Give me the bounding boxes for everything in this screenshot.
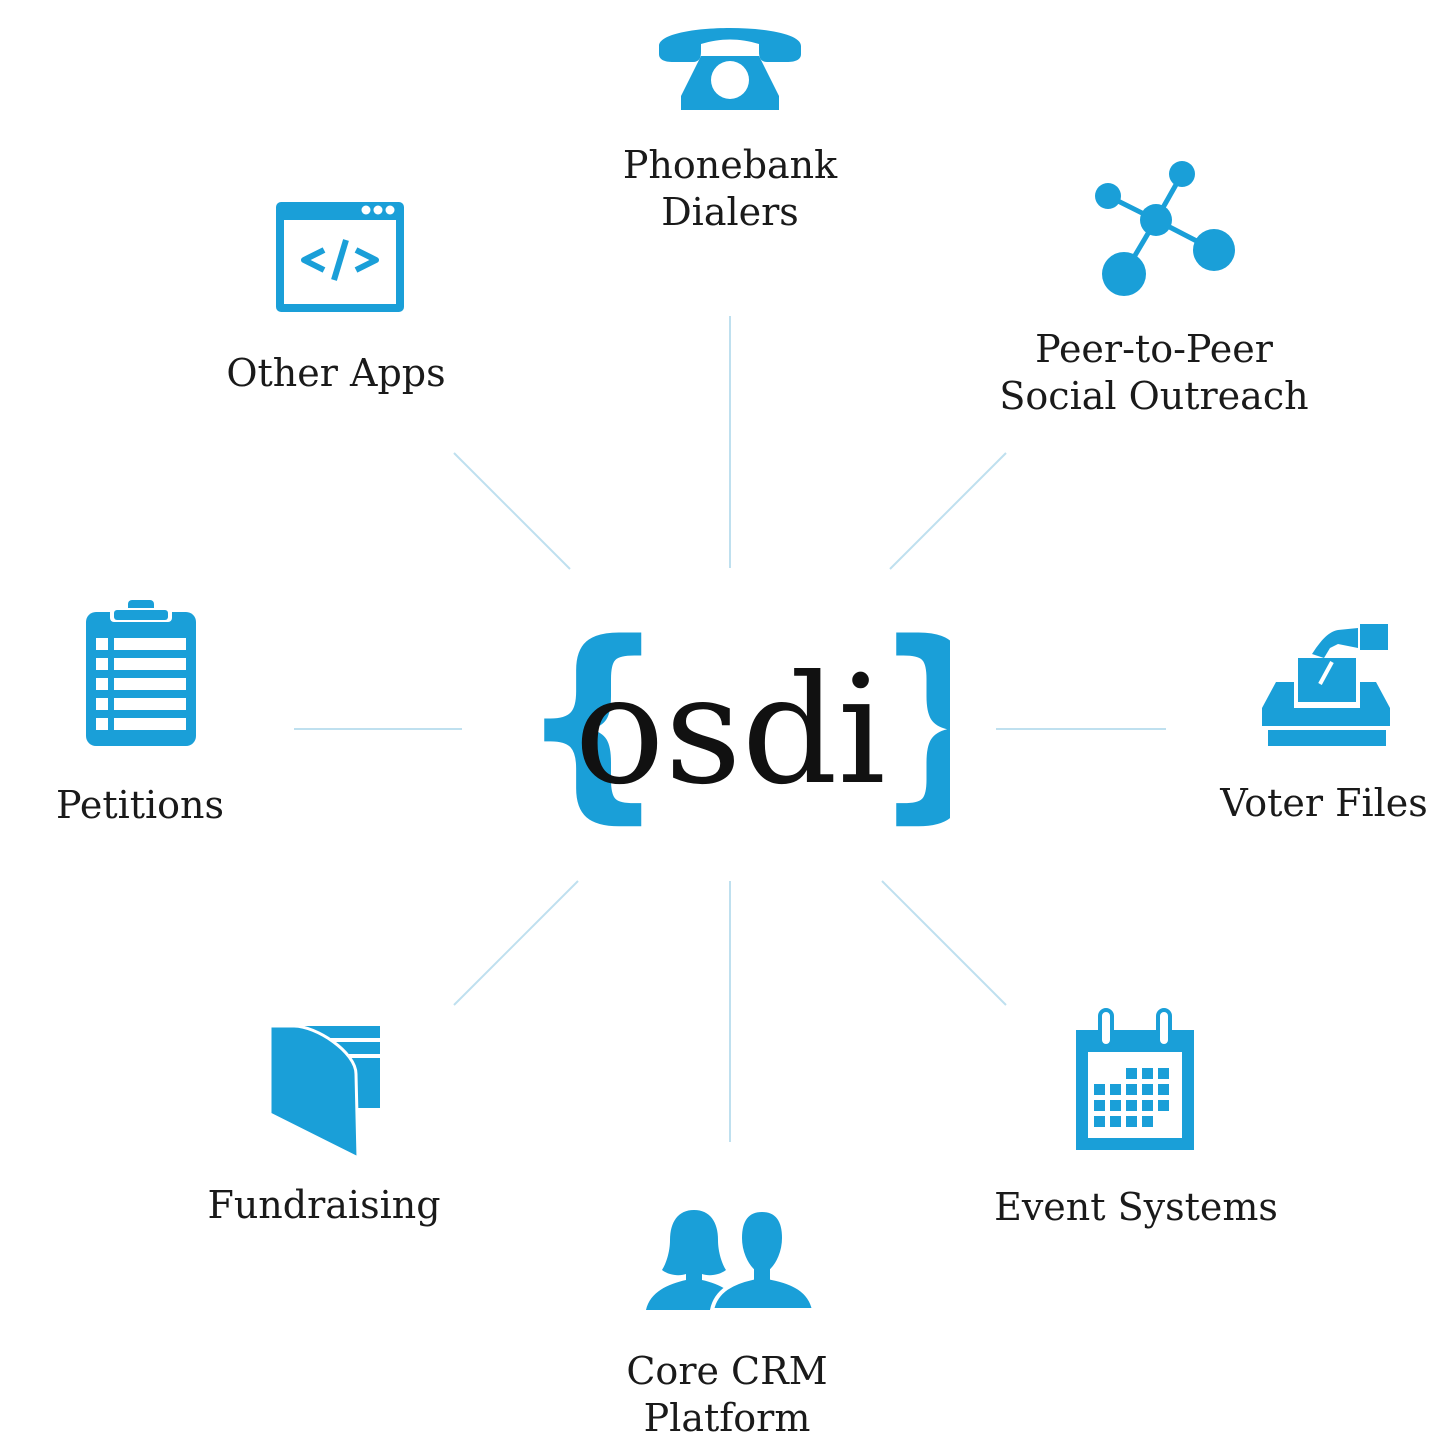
telephone-icon bbox=[659, 28, 801, 110]
node-crm-label-line1: Core CRM bbox=[626, 1349, 828, 1393]
code-window-icon bbox=[272, 198, 408, 321]
node-voter: Voter Files bbox=[1196, 780, 1452, 827]
users-icon bbox=[644, 1206, 817, 1317]
node-peer-label-line2: Social Outreach bbox=[999, 374, 1309, 418]
node-peer-label-line1: Peer-to-Peer bbox=[1035, 327, 1273, 371]
node-fundraising: Fundraising bbox=[194, 1182, 454, 1229]
node-petitions: Petitions bbox=[20, 782, 260, 829]
osdi-logo: { osdi } bbox=[510, 597, 1020, 842]
node-peer: Peer-to-Peer Social Outreach bbox=[994, 326, 1314, 420]
node-phonebank-label-line1: Phonebank bbox=[622, 143, 838, 187]
spoke-fundraising bbox=[453, 880, 579, 1006]
node-crm-label-line2: Platform bbox=[643, 1396, 811, 1440]
logo-brace-left: { bbox=[518, 620, 668, 834]
node-otherapps-label: Other Apps bbox=[226, 351, 446, 395]
network-nodes-icon bbox=[1090, 156, 1240, 307]
node-otherapps: Other Apps bbox=[206, 350, 466, 397]
node-petitions-label: Petitions bbox=[55, 783, 225, 827]
calendar-icon bbox=[1072, 1008, 1198, 1159]
spoke-events bbox=[881, 880, 1007, 1006]
clipboard-list-icon bbox=[84, 598, 198, 753]
node-crm: Core CRM Platform bbox=[587, 1348, 867, 1442]
node-phonebank: Phonebank Dialers bbox=[590, 16, 870, 236]
ballot-box-icon bbox=[1258, 618, 1394, 755]
node-events-label: Event Systems bbox=[994, 1185, 1278, 1229]
logo-wordmark: osdi bbox=[574, 644, 885, 818]
node-events: Event Systems bbox=[986, 1184, 1286, 1231]
node-phonebank-label-line2: Dialers bbox=[661, 190, 799, 234]
logo-brace-right: } bbox=[870, 620, 950, 834]
node-fundraising-label: Fundraising bbox=[207, 1183, 441, 1227]
node-voter-label: Voter Files bbox=[1220, 781, 1428, 825]
spoke-otherapps bbox=[453, 452, 571, 570]
spoke-peer bbox=[889, 452, 1007, 570]
wallet-icon bbox=[266, 1022, 384, 1167]
